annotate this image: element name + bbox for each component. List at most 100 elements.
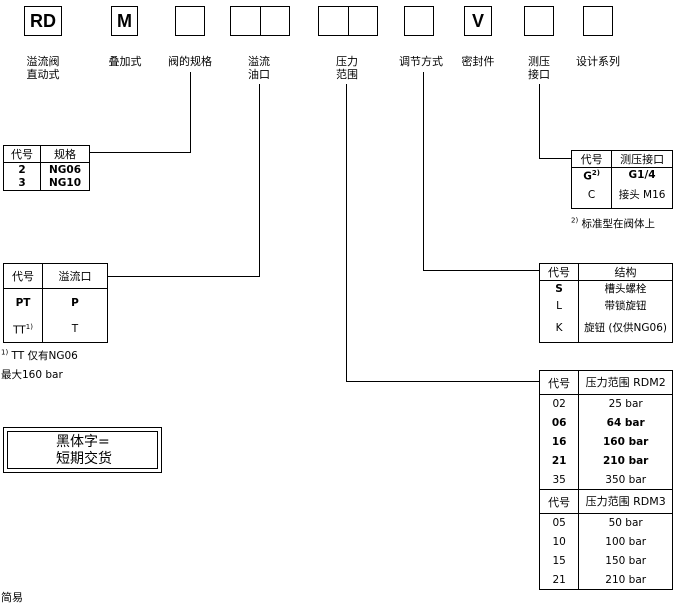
adjust-cell: 槽头螺栓 bbox=[578, 280, 673, 297]
pressure-th2-range: 压力范围 RDM3 bbox=[578, 489, 673, 514]
leader-pressure-v bbox=[346, 84, 347, 382]
gauge-th-port: 测压接口 bbox=[611, 150, 673, 168]
leader-size-h bbox=[89, 152, 191, 153]
label-adjust: 调节方式 bbox=[399, 55, 443, 68]
label-m: 叠加式 bbox=[108, 55, 142, 68]
adjust-cell: 旋钮 (仅供NG06) bbox=[578, 314, 673, 343]
gauge-footnote-mark: 2) bbox=[571, 216, 579, 225]
box-rd-text: RD bbox=[30, 10, 56, 31]
leader-gauge-h bbox=[539, 158, 572, 159]
port-footnote: 1) TT 仅有NG06 bbox=[1, 348, 78, 363]
leader-adjust-v bbox=[423, 72, 424, 271]
gauge-cell: C bbox=[570, 182, 613, 209]
size-th-spec: 规格 bbox=[40, 145, 90, 163]
pressure-cell: 35 bbox=[538, 470, 580, 490]
gauge-g-code: G bbox=[583, 170, 592, 182]
leader-pressure-h bbox=[346, 381, 539, 382]
box-relief-port bbox=[230, 6, 290, 36]
size-th-code: 代号 bbox=[3, 145, 41, 163]
pressure-cell: 160 bar bbox=[578, 432, 673, 452]
pressure-cell: 100 bar bbox=[578, 532, 673, 552]
pressure-cell: 10 bbox=[538, 532, 580, 552]
adjust-cell: 带锁旋钮 bbox=[578, 296, 673, 315]
legend-inner: 黑体字= 短期交货 bbox=[7, 431, 158, 469]
leader-size-v bbox=[190, 72, 191, 152]
pressure-cell: 21 bbox=[538, 570, 580, 590]
box-rd: RD bbox=[24, 6, 62, 36]
port-cell: PT bbox=[3, 288, 43, 317]
adjust-cell: L bbox=[538, 296, 580, 315]
leader-port-h bbox=[108, 276, 260, 277]
legend-line2: 短期交货 bbox=[56, 451, 112, 467]
port-tt-sup: 1) bbox=[25, 322, 33, 331]
pressure-th-code: 代号 bbox=[538, 370, 580, 395]
box-m: M bbox=[111, 6, 138, 36]
pressure-cell: 64 bar bbox=[578, 413, 673, 433]
label-gauge: 测压 接口 bbox=[528, 55, 550, 81]
gauge-th-code: 代号 bbox=[570, 150, 613, 168]
adjust-cell: S bbox=[538, 280, 580, 297]
label-pressure: 压力 范围 bbox=[336, 55, 358, 81]
pressure-cell: 02 bbox=[538, 394, 580, 414]
size-cell: NG10 bbox=[40, 176, 90, 191]
pressure-cell: 15 bbox=[538, 551, 580, 571]
gauge-footnote-text: 标准型在阀体上 bbox=[581, 218, 656, 230]
label-rd: 溢流阀 直动式 bbox=[26, 55, 60, 81]
gauge-cell: 接头 M16 bbox=[611, 182, 673, 209]
legend-line1: 黑体字= bbox=[56, 434, 110, 450]
label-series: 设计系列 bbox=[576, 55, 620, 68]
box-v-text: V bbox=[471, 10, 484, 31]
port-cell-tt: TT1) bbox=[3, 316, 43, 343]
pressure-cell: 05 bbox=[538, 513, 580, 533]
leader-port-v bbox=[259, 84, 260, 277]
max-note: 最大160 bar bbox=[1, 369, 63, 381]
pressure-cell: 21 bbox=[538, 451, 580, 471]
bottom-cut-text: 简易 bbox=[1, 591, 23, 604]
port-cell: P bbox=[42, 288, 108, 317]
box-series bbox=[583, 6, 613, 36]
port-tt-code: TT bbox=[13, 324, 26, 336]
box-m-text: M bbox=[117, 10, 132, 31]
port-cell: T bbox=[42, 316, 108, 343]
adjust-th-code: 代号 bbox=[538, 263, 580, 281]
leader-gauge-v bbox=[539, 84, 540, 159]
pressure-cell: 350 bar bbox=[578, 470, 673, 490]
leader-adjust-h bbox=[423, 270, 539, 271]
port-footnote-text: TT 仅有NG06 bbox=[11, 350, 78, 362]
box-size bbox=[175, 6, 205, 36]
size-cell: 3 bbox=[3, 176, 41, 191]
label-seal: 密封件 bbox=[461, 55, 495, 68]
pressure-cell: 25 bar bbox=[578, 394, 673, 414]
gauge-cell-g: G2) bbox=[570, 167, 613, 183]
box-adjust bbox=[404, 6, 434, 36]
port-footnote-mark: 1) bbox=[1, 348, 9, 357]
pressure-cell: 06 bbox=[538, 413, 580, 433]
size-cell: 2 bbox=[3, 162, 41, 177]
port-th-port: 溢流口 bbox=[42, 263, 108, 289]
gauge-cell: G1/4 bbox=[611, 167, 673, 183]
gauge-footnote: 2) 标准型在阀体上 bbox=[571, 216, 655, 231]
pressure-th2-code: 代号 bbox=[538, 489, 580, 514]
pressure-cell: 16 bbox=[538, 432, 580, 452]
size-cell: NG06 bbox=[40, 162, 90, 177]
label-size: 阀的规格 bbox=[168, 55, 212, 68]
box-gauge bbox=[524, 6, 554, 36]
box-pressure bbox=[318, 6, 378, 36]
pressure-cell: 50 bar bbox=[578, 513, 673, 533]
legend-box: 黑体字= 短期交货 bbox=[3, 427, 162, 473]
adjust-th-struct: 结构 bbox=[578, 263, 673, 281]
pressure-th-range: 压力范围 RDM2 bbox=[578, 370, 673, 395]
adjust-cell: K bbox=[538, 314, 580, 343]
box-v: V bbox=[464, 6, 492, 36]
pressure-cell: 210 bar bbox=[578, 451, 673, 471]
pressure-cell: 210 bar bbox=[578, 570, 673, 590]
pressure-cell: 150 bar bbox=[578, 551, 673, 571]
gauge-g-sup: 2) bbox=[591, 168, 600, 177]
port-th-code: 代号 bbox=[3, 263, 43, 289]
label-relief-port: 溢流 油口 bbox=[248, 55, 270, 81]
